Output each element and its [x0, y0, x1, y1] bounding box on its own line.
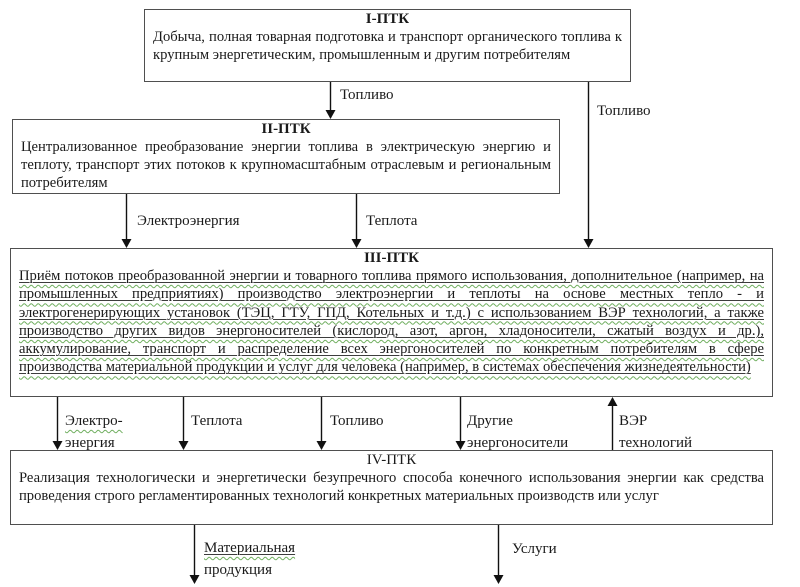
label-electro-energy: Электро- энергия [65, 410, 123, 454]
arrowhead-fuel-ptk3-to-ptk4 [316, 441, 327, 450]
label-other-carriers: Другие энергоносители [467, 410, 568, 454]
label-other-carriers-line2: энергоносители [467, 435, 569, 451]
arrowhead-material-out [189, 575, 200, 584]
box-ptk3-body: Приём потоков преобразованной энергии и … [19, 267, 764, 377]
box-ptk2-title: II-ПТК [261, 121, 311, 137]
label-fuel-right: Топливо [597, 103, 651, 119]
box-ptk4-title: IV-ПТК [366, 452, 417, 468]
arrowhead-fuel-ptk1-to-ptk3 [583, 239, 594, 248]
arrowhead-heat-ptk2-to-ptk3 [351, 239, 362, 248]
arrowhead-electricity-ptk2-to-ptk3 [121, 239, 132, 248]
arrowhead-heat-ptk3-to-ptk4 [178, 441, 189, 450]
box-ptk3: III-ПТК Приём потоков преобразованной эн… [10, 248, 773, 397]
arrowhead-ver-ptk4-to-ptk3 [607, 397, 618, 406]
label-heat: Теплота [366, 213, 418, 229]
label-material-production-line1: Материальная [204, 540, 295, 556]
label-material-production-line1-text: Материальная [204, 540, 296, 556]
label-ver-technologies: ВЭР технологий [619, 410, 692, 454]
label-fuel-2: Топливо [330, 413, 384, 429]
label-electricity: Электроэнергия [137, 213, 240, 229]
label-other-carriers-line1: Другие [467, 413, 513, 429]
box-ptk2: II-ПТК Централизованное преобразование э… [12, 119, 560, 194]
label-material-production: Материальная продукция [204, 537, 295, 581]
label-ver-technologies-line1: ВЭР [619, 413, 648, 429]
label-electro-energy-line1: Электро- [65, 413, 123, 429]
box-ptk1-title: I-ПТК [365, 11, 410, 27]
label-ver-technologies-line2: технологий [619, 435, 693, 451]
arrowhead-other-ptk3-to-ptk4 [455, 441, 466, 450]
box-ptk2-body: Централизованное преобразование энергии … [21, 139, 551, 191]
box-ptk4-body: Реализация технологически и энергетическ… [19, 470, 764, 504]
arrowhead-services-out [493, 575, 504, 584]
label-heat-2: Теплота [191, 413, 243, 429]
box-ptk4: IV-ПТК Реализация технологически и энерг… [10, 450, 773, 525]
box-ptk3-body-text: Приём потоков преобразованной энергии и … [19, 268, 764, 376]
label-fuel-top: Топливо [340, 87, 394, 103]
arrowhead-electro-ptk3-to-ptk4 [52, 441, 63, 450]
box-ptk1-body: Добыча, полная товарная подготовка и тра… [153, 29, 622, 63]
box-ptk3-title: III-ПТК [363, 250, 420, 266]
label-services: Услуги [512, 541, 557, 557]
arrowhead-fuel-ptk1-to-ptk2 [325, 110, 336, 119]
label-electro-energy-line2: энергия [65, 435, 115, 451]
label-material-production-line2: продукция [204, 562, 272, 578]
box-ptk1: I-ПТК Добыча, полная товарная подготовка… [144, 9, 631, 82]
